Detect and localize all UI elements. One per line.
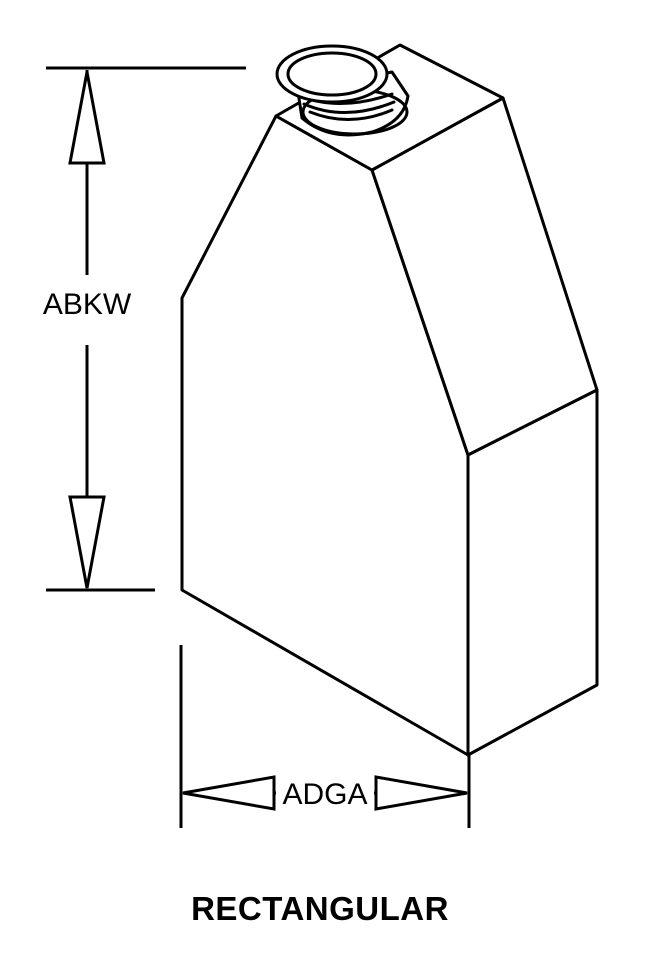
width-dimension: ADGA xyxy=(179,645,471,828)
width-label: ADGA xyxy=(282,778,367,811)
thread-ring-3 xyxy=(308,108,394,121)
width-arrow-left xyxy=(182,775,276,811)
height-label: ABKW xyxy=(43,288,132,321)
height-dimension: ABKW xyxy=(43,66,246,592)
bottle-side-lower-face xyxy=(466,388,599,757)
height-arrow-down xyxy=(68,495,106,589)
bottle xyxy=(180,43,599,757)
thread-ring-2 xyxy=(302,100,396,114)
cap-top-outer xyxy=(275,44,389,104)
bottle-cap xyxy=(275,44,410,137)
height-arrow-up xyxy=(68,71,106,165)
cap-top-inner xyxy=(286,51,378,97)
width-arrow-right xyxy=(374,775,468,811)
shape-caption: RECTANGULAR xyxy=(191,890,449,927)
